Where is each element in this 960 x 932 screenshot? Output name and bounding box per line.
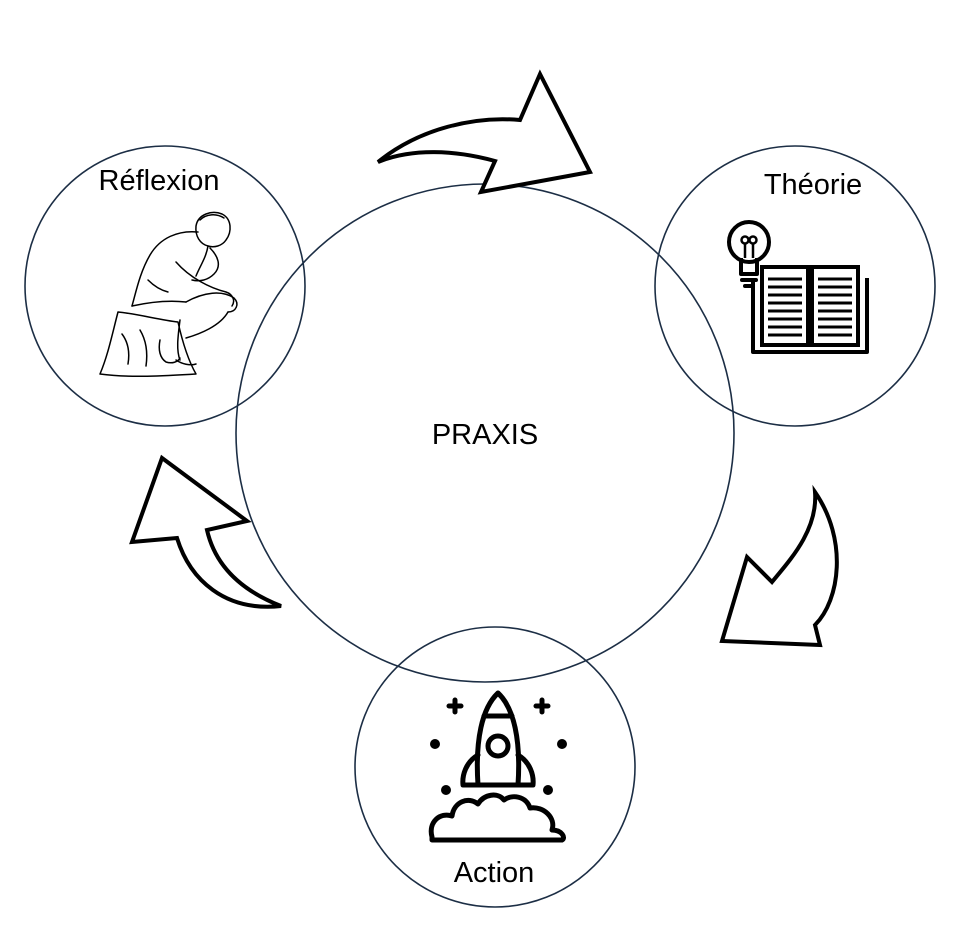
action-label: Action (454, 857, 535, 889)
thinker-statue-icon (99, 211, 238, 378)
arrow-theorie-to-action (719, 484, 839, 648)
theorie-circle (654, 145, 936, 427)
theorie-label: Théorie (764, 169, 862, 201)
center-label: PRAXIS (432, 419, 538, 451)
rocket-launch-icon (428, 690, 567, 843)
arrow-reflexion-to-theorie (376, 69, 594, 195)
lightbulb-book-icon (727, 220, 869, 354)
reflexion-circle (24, 145, 306, 427)
action-circle (354, 626, 636, 908)
arrow-action-to-reflexion (129, 454, 282, 609)
reflexion-label: Réflexion (99, 165, 220, 197)
